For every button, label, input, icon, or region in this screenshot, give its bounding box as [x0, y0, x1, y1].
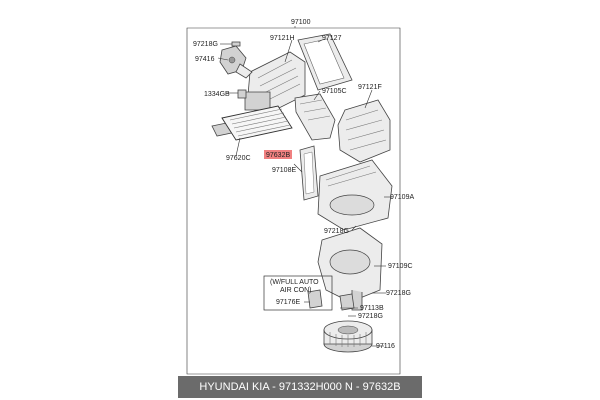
label-97109a: 97109A [390, 194, 414, 201]
part-97218g-clip [231, 41, 241, 47]
assembly-outline [186, 27, 401, 375]
part-97632b-filter [221, 105, 293, 141]
label-97100: 97100 [291, 19, 311, 26]
part-97121f-duct [337, 99, 391, 163]
note-line2: AIR CON) [280, 287, 312, 294]
part-97108e-seal [299, 145, 319, 201]
label-97121h: 97121H [270, 35, 295, 42]
part-97105c-cover [294, 93, 336, 141]
part-1334gb-clip [237, 89, 247, 99]
label-97127: 97127 [322, 35, 342, 42]
label-97113b: 97113B [360, 305, 384, 312]
label-97416: 97416 [195, 56, 215, 63]
label-97116: 97116 [376, 343, 395, 350]
label-97108e: 97108E [272, 167, 296, 174]
part-97109a-housing [317, 159, 393, 231]
leader-lines [217, 26, 392, 347]
label-97109c: 97109C [388, 263, 413, 270]
label-97632b: 97632B [266, 152, 290, 159]
note-box [263, 275, 333, 311]
part-97116-motor [323, 320, 373, 353]
label-97218g-mid: 97218G [324, 228, 349, 235]
highlight-97632b [264, 150, 292, 159]
label-97105c: 97105C [322, 88, 347, 95]
part-97416-actuator [219, 45, 253, 79]
part-97121h-case [244, 51, 306, 111]
label-1334gb: 1334GB [204, 91, 230, 98]
part-97109c-housing [317, 227, 383, 311]
label-97176e: 97176E [276, 299, 300, 306]
label-97218g-top: 97218G [193, 41, 218, 48]
label-97620c: 97620C [226, 155, 251, 162]
part-97176e-sensor [307, 289, 323, 309]
note-line1: (W/FULL AUTO [270, 279, 319, 286]
part-97113b-resistor [339, 293, 355, 311]
label-97218g-low: 97218G [358, 313, 383, 320]
part-97127-gasket [297, 33, 353, 91]
part-number-footer: HYUNDAI KIA - 971332H000 N - 97632B [178, 376, 422, 398]
label-97121f: 97121F [358, 84, 382, 91]
label-97218g-right: 97218G [386, 290, 411, 297]
